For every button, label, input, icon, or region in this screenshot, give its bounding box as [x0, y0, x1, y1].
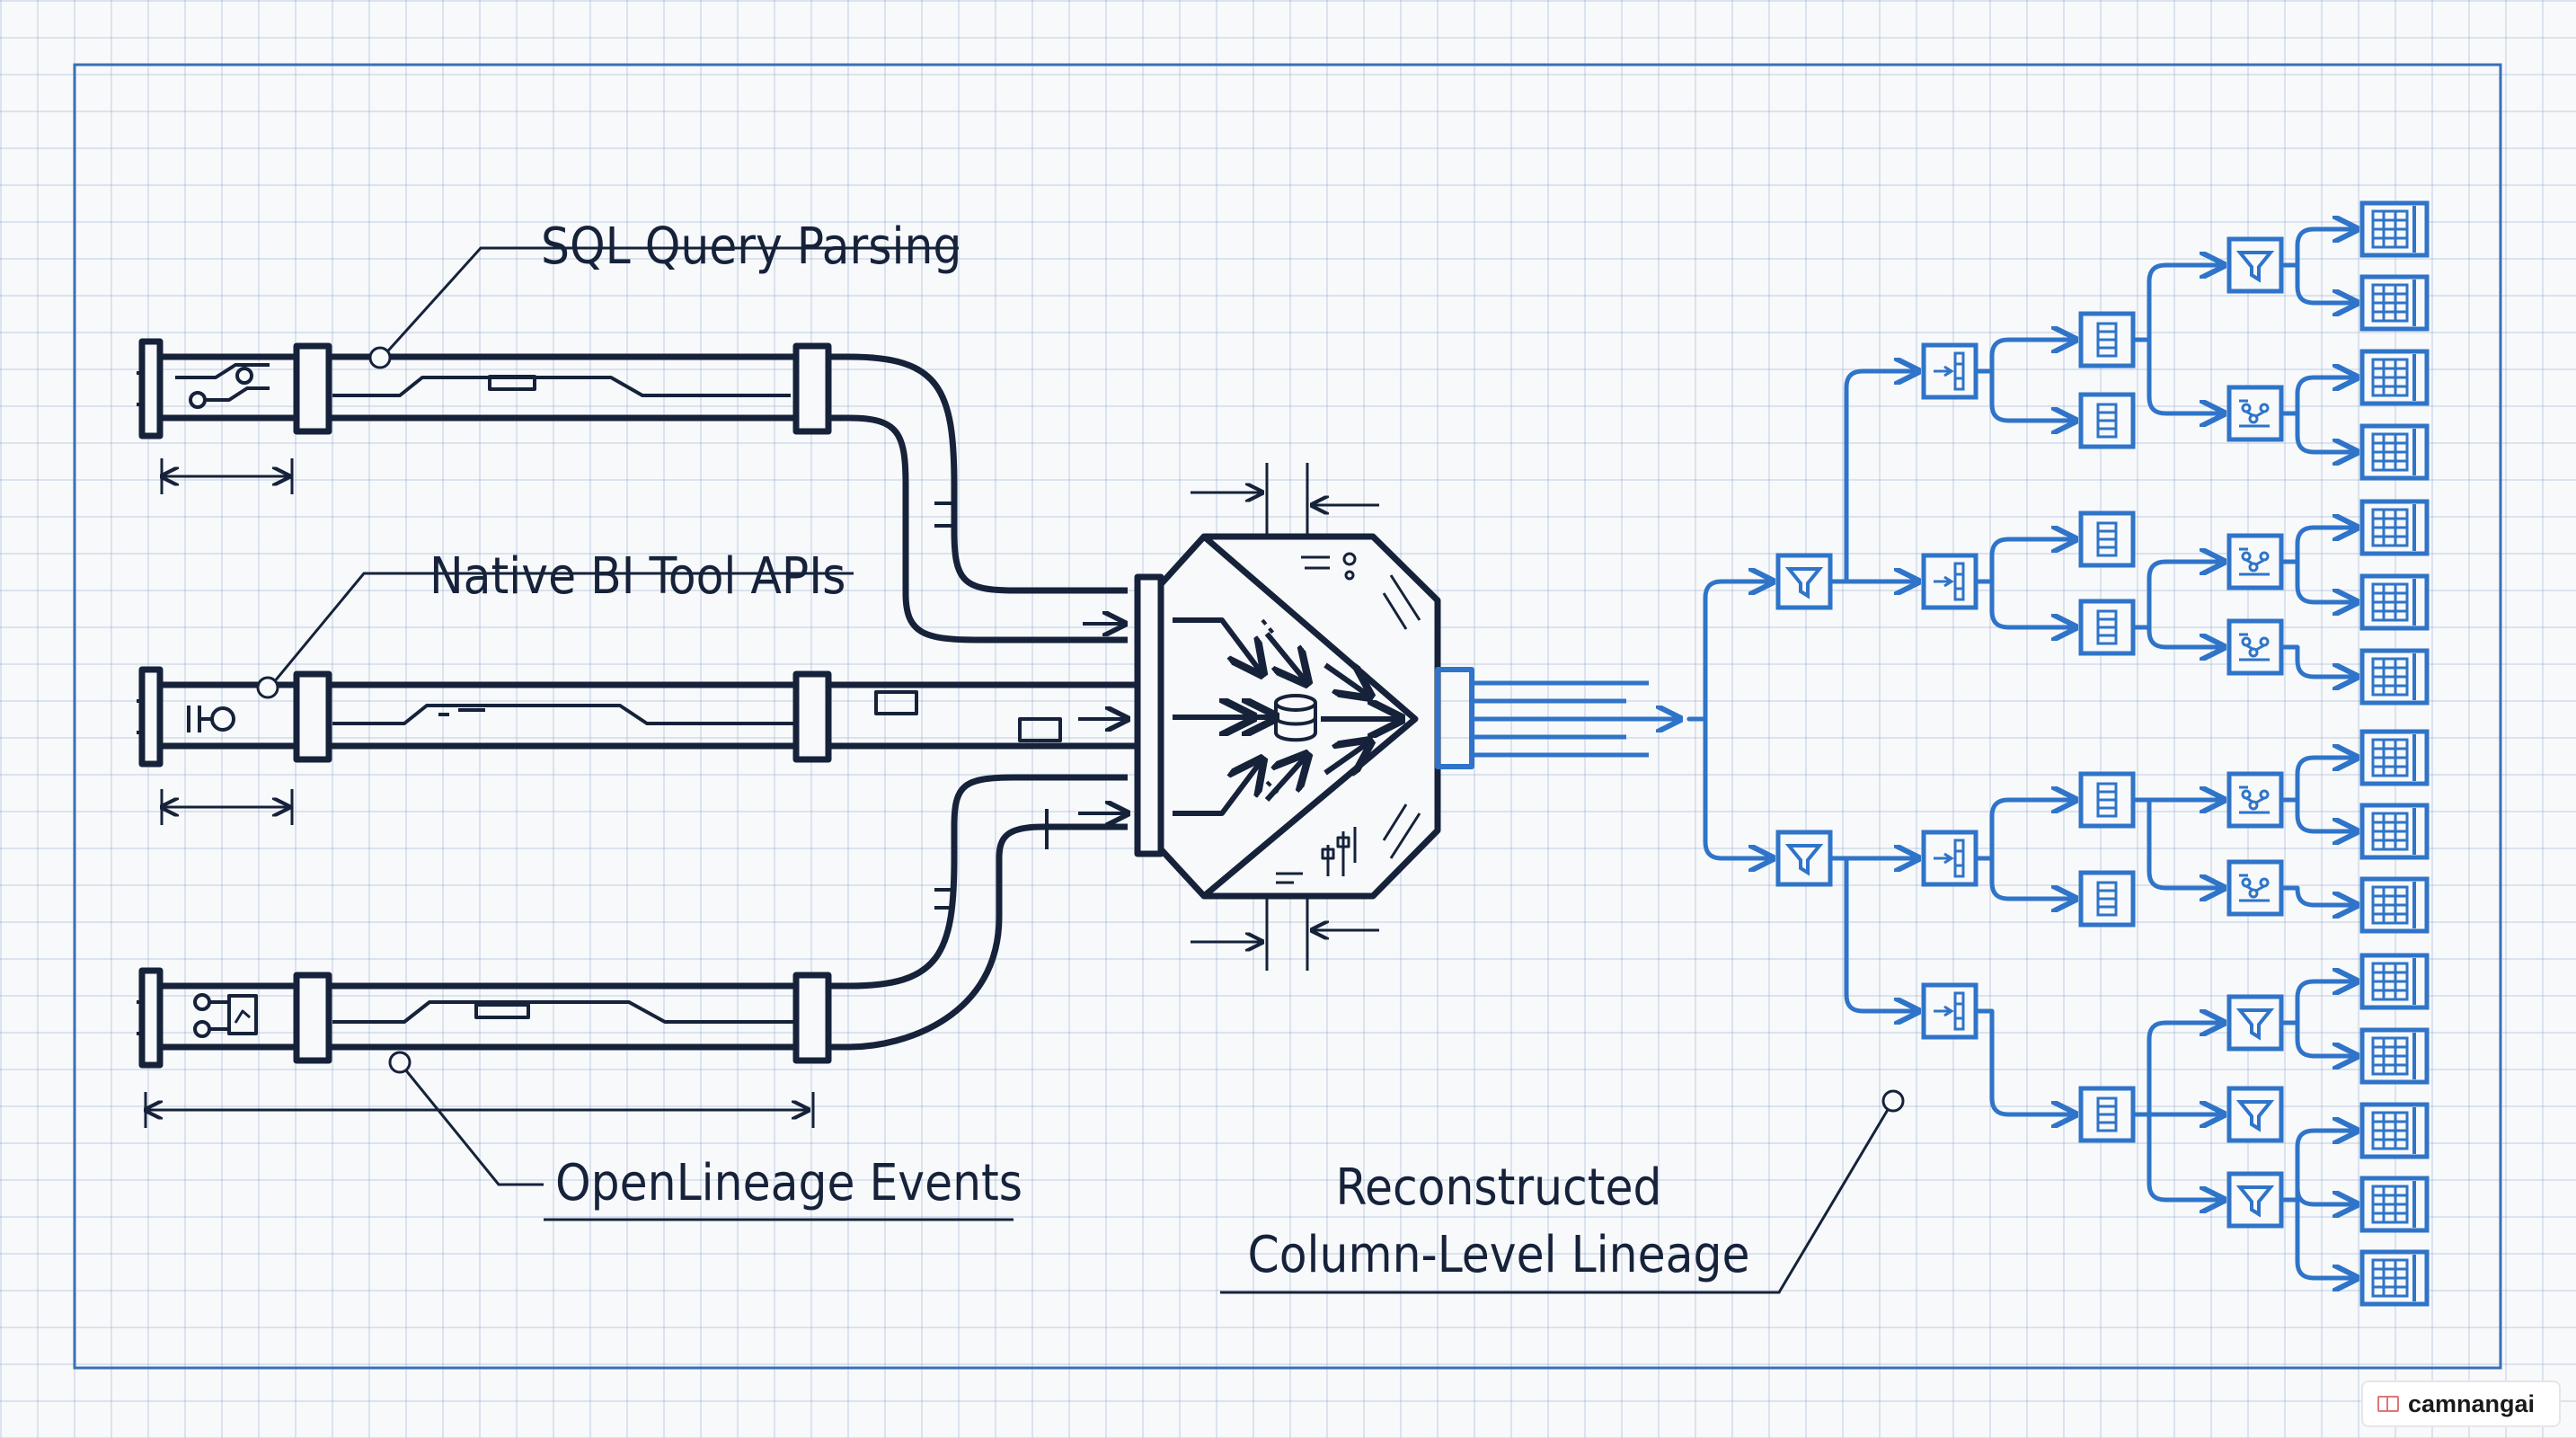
lineage-edge	[2130, 337, 2224, 413]
grid-table-icon	[2359, 349, 2430, 406]
lineage-edge	[1973, 1008, 2076, 1114]
grid-table-icon	[2359, 573, 2430, 631]
lineage-tree-nodes	[1775, 200, 2430, 1307]
lineage-edge	[1828, 856, 1918, 1011]
pipe-flanges	[138, 338, 832, 1069]
label-reconstructed: Reconstructed	[1335, 1158, 1661, 1217]
grid-table-icon	[2359, 1102, 2430, 1159]
filter-icon	[2226, 1086, 2284, 1143]
grid-table-icon	[2359, 1249, 2430, 1307]
branch-icon	[2226, 385, 2284, 442]
grid-table-icon	[2359, 953, 2430, 1010]
lineage-edge	[2279, 377, 2357, 416]
table-icon	[2078, 870, 2136, 928]
pipe-openlineage	[148, 774, 1128, 1051]
lineage-edge	[2130, 625, 2224, 647]
grid-table-icon	[2359, 803, 2430, 860]
lineage-edge	[1973, 340, 2076, 374]
watermark-text: camnangai	[2408, 1389, 2536, 1417]
grid-table-icon	[2359, 1176, 2430, 1233]
lineage-edge	[2279, 1197, 2357, 1278]
database-icon	[1274, 694, 1317, 742]
filter-icon	[2226, 1171, 2284, 1229]
lineage-edge	[2279, 528, 2357, 564]
lineage-edge	[2279, 758, 2357, 803]
lineage-edge	[2279, 981, 2357, 1025]
gift-icon	[2377, 1396, 2399, 1412]
lineage-edge	[2279, 229, 2357, 268]
merge-icon	[1921, 830, 1978, 887]
grid-table-icon	[2359, 729, 2430, 786]
lineage-edge	[2279, 1131, 2357, 1203]
grid-table-icon	[2359, 876, 2430, 934]
lineage-edge	[2279, 559, 2357, 602]
lineage-edge	[2279, 644, 2357, 677]
lineage-edge	[2279, 885, 2357, 905]
grid-table-icon	[2359, 499, 2430, 556]
lineage-edge	[1973, 800, 2076, 861]
table-icon	[2078, 392, 2136, 449]
table-icon	[2078, 771, 2136, 829]
lineage-edge	[2279, 262, 2357, 303]
grid-table-icon	[2359, 423, 2430, 481]
lineage-edge	[2130, 1112, 2224, 1200]
merge-icon	[1921, 342, 1978, 400]
blueprint-frame	[73, 63, 2502, 1370]
lineage-edge	[2130, 562, 2224, 630]
grid-table-icon	[2359, 1027, 2430, 1085]
filter-icon	[1775, 830, 1833, 887]
label-native-bi-tool-apis: Native BI Tool APIs	[429, 547, 845, 606]
merge-icon	[1921, 982, 1978, 1040]
lineage-engine	[1134, 533, 1474, 900]
branch-icon	[2226, 618, 2284, 676]
lineage-edge	[1828, 371, 1918, 584]
lineage-edge	[2279, 1185, 2357, 1204]
lineage-edge	[1973, 579, 2076, 627]
input-pipes	[137, 338, 1137, 1069]
watermark-badge: camnangai	[2361, 1380, 2561, 1427]
branch-icon	[2226, 859, 2284, 917]
branch-icon	[2226, 771, 2284, 829]
filter-icon	[1775, 553, 1833, 610]
lineage-edge	[2279, 1020, 2357, 1056]
filter-icon	[2226, 236, 2284, 294]
grid-table-icon	[2359, 200, 2430, 258]
label-openlineage-events: OpenLineage Events	[555, 1154, 1022, 1212]
merge-icon	[1921, 553, 1978, 610]
grid-table-icon	[2359, 274, 2430, 332]
label-sql-query-parsing: SQL Query Parsing	[541, 217, 961, 276]
lineage-edge	[2130, 1023, 2224, 1117]
table-icon	[2078, 311, 2136, 368]
label-leaders	[256, 246, 1905, 1294]
lineage-edge	[2279, 411, 2357, 452]
filter-icon	[2226, 994, 2284, 1052]
lineage-edge	[1973, 539, 2076, 584]
branch-icon	[2226, 533, 2284, 590]
lineage-edge	[2279, 797, 2357, 831]
table-icon	[2078, 599, 2136, 656]
lineage-tree-edges	[1686, 229, 2357, 1278]
lineage-edge	[2130, 265, 2224, 342]
grid-table-icon	[2359, 648, 2430, 706]
table-icon	[2078, 510, 2136, 568]
label-column-level-lineage: Column-Level Lineage	[1248, 1226, 1750, 1284]
table-icon	[2078, 1086, 2136, 1143]
lineage-edge	[2130, 797, 2224, 888]
lineage-edge	[1973, 368, 2076, 421]
lineage-edge	[1973, 856, 2076, 899]
dimension-lines	[146, 458, 1379, 1128]
engine-outflow	[1472, 680, 1680, 758]
pipe-sql	[148, 353, 1128, 644]
